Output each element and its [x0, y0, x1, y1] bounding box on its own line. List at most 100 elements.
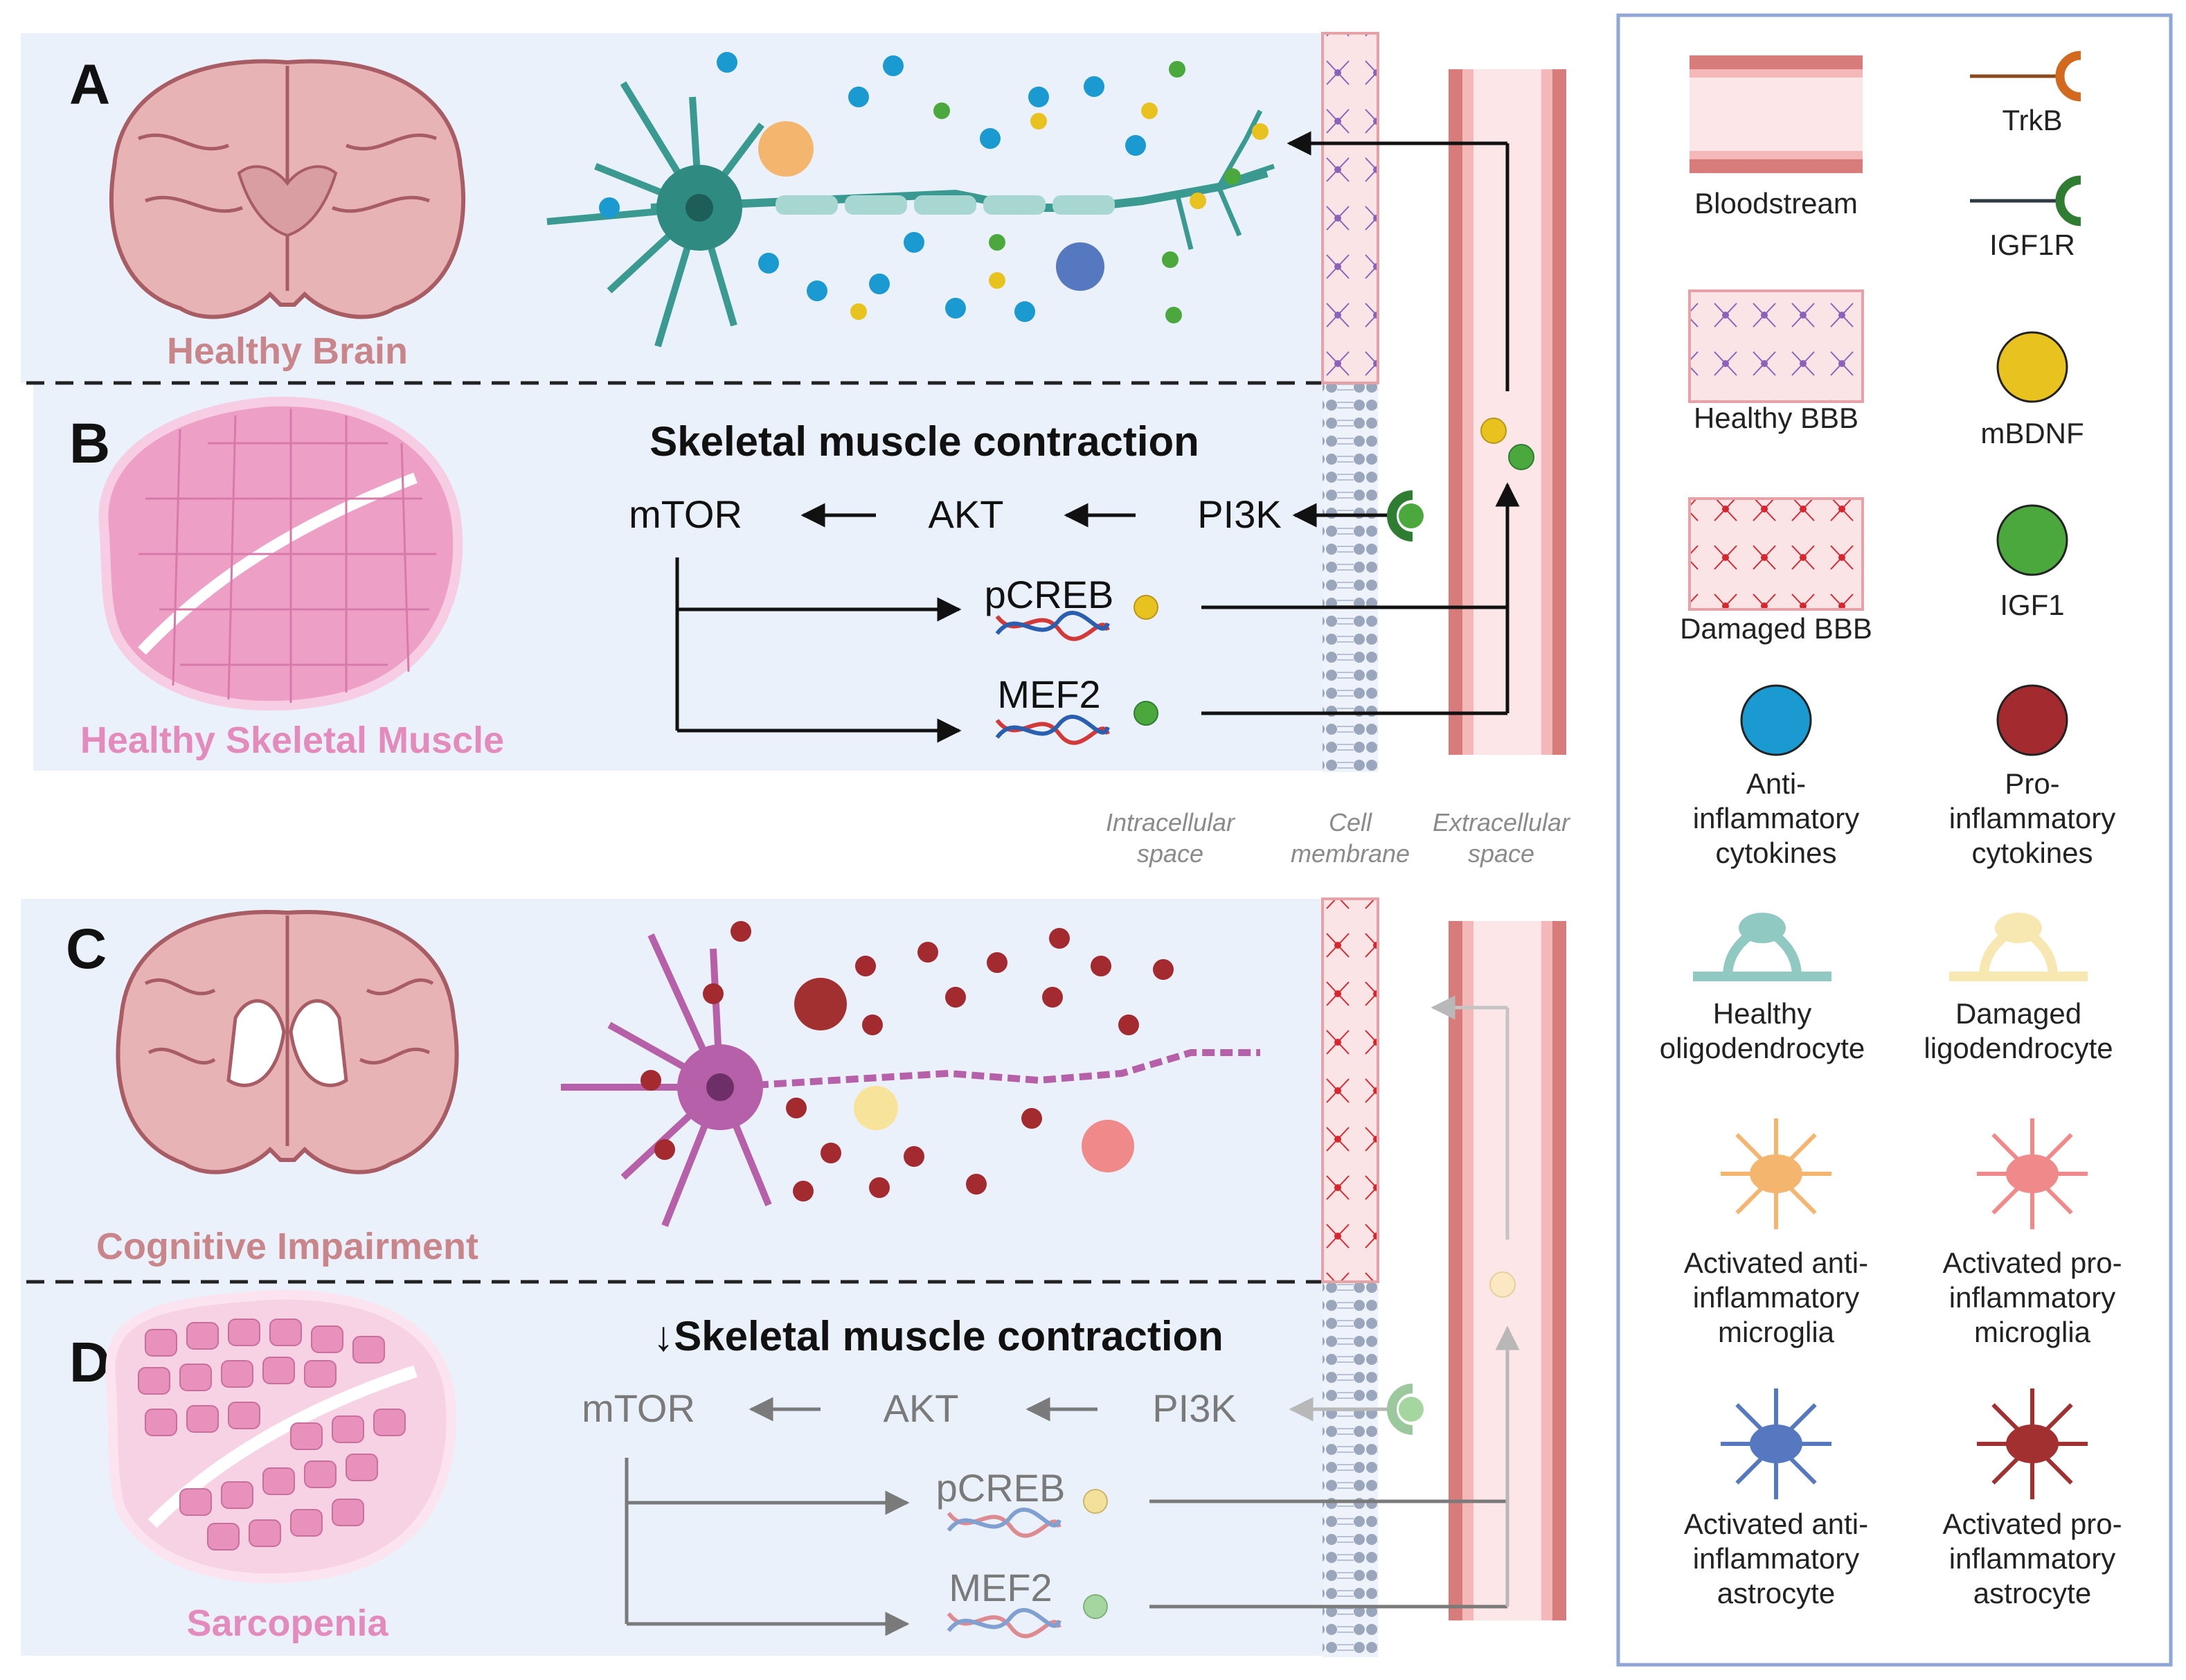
legend-label-pro-inflammatory-astrocyte: inflammatory [1949, 1542, 2115, 1575]
region-intracellular-line-1: Intracellular [1106, 808, 1236, 837]
cytokine-particles-healthy [599, 52, 1269, 323]
caption-healthy-skeletal-muscle: Healthy Skeletal Muscle [80, 720, 504, 761]
legend-label-pro-inflammatory-astrocyte: astrocyte [1973, 1577, 2091, 1609]
label-mtor-d: mTOR [582, 1386, 695, 1430]
legend-label-mbdnf: mBDNF [1980, 417, 2084, 449]
dna-icon-mef2-b [995, 715, 1110, 745]
legend-label-pro-inflammatory-microglia: Activated pro- [1942, 1246, 2122, 1279]
anti-inflammatory-cytokine-particle [599, 197, 620, 218]
mbdnf-particle [989, 272, 1005, 289]
pro-inflammatory-cytokine-particle [1153, 959, 1174, 980]
igf1-particle-d [1083, 1594, 1108, 1619]
pro-inflammatory-cytokine-particle [821, 1143, 841, 1163]
dna-icon-mef2-d [947, 1608, 1061, 1638]
mbdnf-icon [1996, 331, 2068, 403]
region-label-intracellular: Intracellular space [1106, 808, 1236, 868]
mbdnf-in-bloodstream [1480, 418, 1507, 444]
legend-label-anti-inflammatory-astrocyte: Activated anti- [1684, 1508, 1868, 1540]
healthy-brain-illustration [109, 59, 466, 319]
panel-letter-d: D [69, 1331, 110, 1394]
label-pi3k-d: PI3K [1152, 1386, 1236, 1430]
legend-label-pro-inflammatory-cytokines: Pro- [2005, 767, 2059, 800]
pro-inflammatory-cytokine-particle [1021, 1108, 1042, 1129]
igf1-particle [933, 102, 950, 119]
healthy-bbb-icon [1688, 289, 1864, 403]
dna-icon-pcreb-d [947, 1508, 1061, 1538]
legend-icon-layer [1688, 51, 2088, 1499]
mbdnf-particle [1141, 102, 1158, 119]
pro-inflammatory-cytokine-particle [1042, 987, 1063, 1008]
pro-inflammatory-cytokine-particle [1091, 956, 1111, 976]
caption-cognitive-impairment: Cognitive Impairment [96, 1226, 478, 1267]
label-akt-d: AKT [884, 1386, 959, 1430]
anti-inflammatory-cytokine-particle [758, 253, 779, 274]
dna-icon-pcreb-b [995, 611, 1110, 641]
pro-inflammatory-cytokine-particle [1118, 1015, 1139, 1035]
legend-label-anti-inflammatory-cytokines: Anti- [1746, 767, 1806, 800]
cell-membrane-strip-b [1323, 384, 1378, 772]
pro-inflammatory-cytokine-particle [966, 1174, 987, 1195]
legend-label-anti-inflammatory-microglia: Activated anti- [1684, 1246, 1868, 1279]
anti-inflammatory-cytokine-particle [980, 128, 1001, 149]
cytokine-particles-impaired [640, 921, 1174, 1201]
damaged-bbb-icon [1688, 497, 1864, 611]
igf1-bound-d [1399, 1397, 1424, 1422]
anti-inflammatory-cytokine-particle [945, 298, 966, 319]
cell-membrane-strip-d [1323, 1283, 1378, 1657]
igf1r-receptor-icon [1970, 175, 2081, 226]
igf1-particle [1169, 61, 1185, 78]
legend-label-anti-inflammatory-microglia: microglia [1718, 1316, 1835, 1348]
anti-inflammatory-cytokine-particle [717, 52, 737, 73]
impaired-neuron-illustration [561, 933, 1260, 1227]
igf1-particle [1162, 251, 1179, 268]
anti-inflammatory-cytokine-particle [807, 280, 827, 301]
label-mtor-b: mTOR [629, 492, 742, 536]
region-membrane-line-2: membrane [1291, 839, 1410, 868]
damaged-bbb-strip [1321, 897, 1379, 1283]
mbdnf-particle-b [1134, 595, 1158, 620]
mbdnf-particle [1190, 193, 1206, 209]
pro-inflammatory-cytokine-particle [917, 942, 938, 963]
region-label-extracellular: Extracellular space [1433, 808, 1571, 868]
legend-label-anti-inflammatory-cytokines: cytokines [1715, 837, 1836, 869]
panel-letter-a: A [69, 53, 110, 116]
caption-healthy-brain: Healthy Brain [167, 330, 408, 372]
pro-inflammatory-astrocyte-icon [1977, 1388, 2088, 1499]
sarcopenic-muscle-illustration [105, 1289, 456, 1584]
label-mef2-d: MEF2 [949, 1566, 1052, 1609]
label-akt-b: AKT [929, 492, 1004, 536]
anti-inflammatory-cytokine-particle [1014, 301, 1035, 322]
region-intracellular-line-2: space [1137, 839, 1203, 868]
trkb-receptor-icon [1970, 51, 2081, 102]
label-pcreb-d: pCREB [936, 1466, 1066, 1510]
label-pi3k-b: PI3K [1197, 492, 1281, 536]
legend-label-anti-inflammatory-cytokines: inflammatory [1693, 802, 1859, 834]
legend-label-anti-inflammatory-astrocyte: inflammatory [1693, 1542, 1859, 1575]
receptor-igf1r-b [1387, 490, 1413, 542]
region-membrane-line-1: Cell [1329, 808, 1372, 837]
legend-label-pro-inflammatory-cytokines: cytokines [1971, 837, 2093, 869]
pro-inflammatory-microglia-icon [1977, 1118, 2088, 1229]
igf1-particle [1224, 168, 1241, 185]
igf1-particle-b [1134, 701, 1158, 726]
legend-label-pro-inflammatory-astrocyte: Activated pro- [1942, 1508, 2122, 1540]
anti-inflammatory-cytokine-particle [1084, 76, 1104, 97]
mbdnf-particle [1030, 113, 1047, 129]
healthy-neuron-illustration [546, 81, 1275, 348]
mbdnf-particle-d [1083, 1489, 1108, 1514]
mbdnf-faded-in-bloodstream [1489, 1271, 1516, 1298]
region-extracellular-line-1: Extracellular [1433, 808, 1571, 837]
healthy-bbb-strip [1321, 32, 1379, 384]
pro-inflammatory-cytokines-icon [1996, 684, 2068, 756]
region-label-membrane: Cell membrane [1291, 808, 1410, 868]
anti-inflammatory-cytokine-particle [883, 55, 904, 76]
caption-sarcopenia: Sarcopenia [186, 1602, 388, 1644]
bloodstream-icon [1690, 55, 1863, 173]
pro-inflammatory-cytokine-particle [945, 987, 966, 1008]
anti-inflammatory-cytokine-particle [848, 87, 869, 107]
legend-label-damaged-oligodendrocyte: Damaged [1955, 997, 2081, 1030]
pro-inflammatory-cytokine-particle [793, 1181, 814, 1201]
anti-inflammatory-astrocyte-icon [1721, 1388, 1831, 1499]
